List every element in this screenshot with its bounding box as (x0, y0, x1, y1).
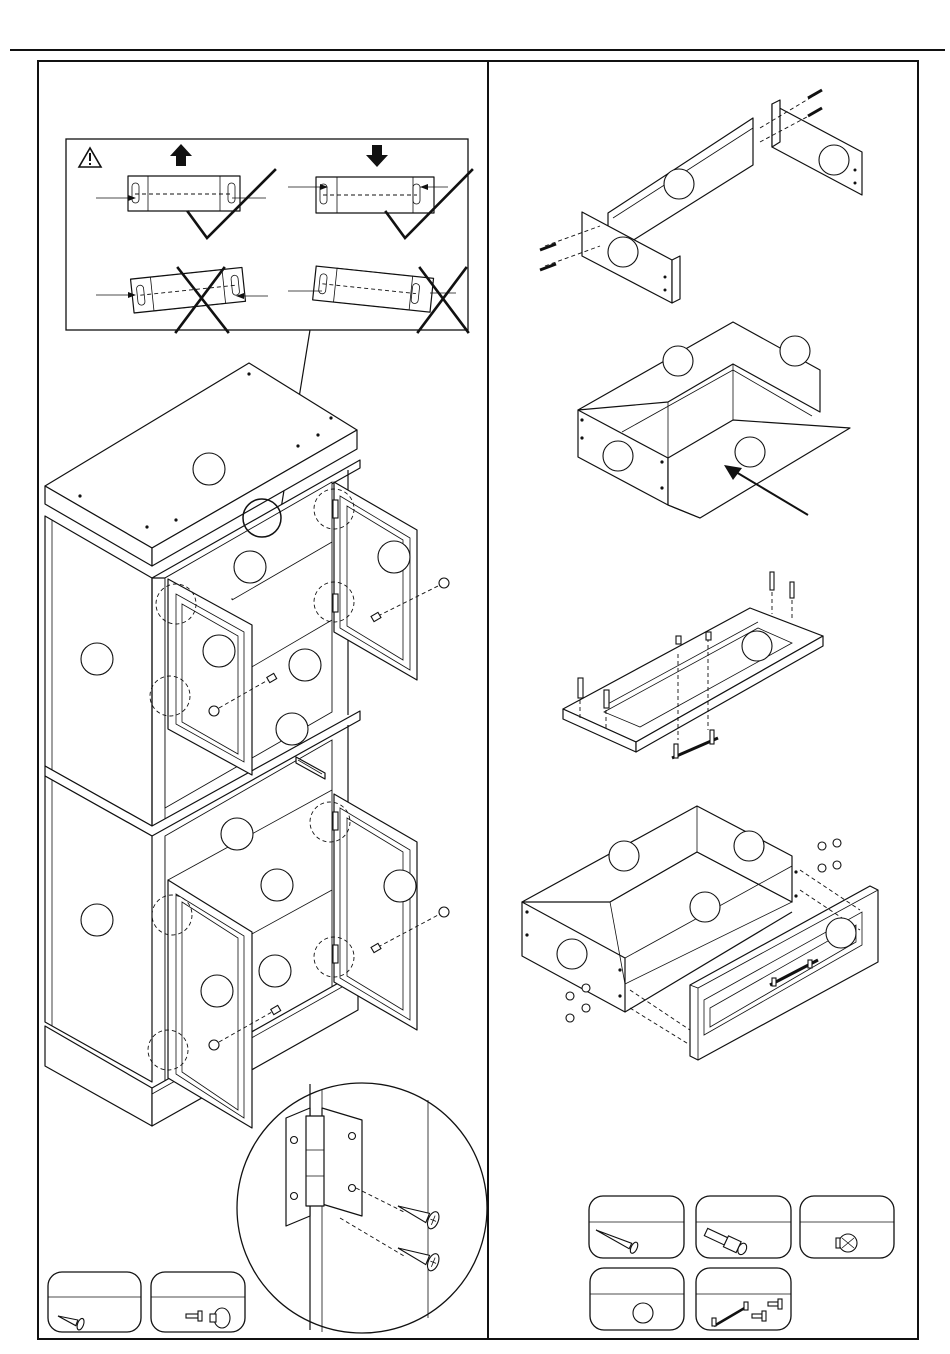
step-drawer-front-attach (522, 806, 878, 1060)
hardware-box-screw-long (589, 1196, 684, 1258)
hinge-magnified-detail (237, 1083, 487, 1333)
step-drawer-front-handle (563, 572, 823, 758)
hardware-box-knob (151, 1272, 245, 1332)
step-drawer-bottom (578, 322, 850, 518)
hardware-box-screw (48, 1272, 141, 1332)
hardware-box-cam-dowel (696, 1196, 791, 1258)
cap-icon (633, 1303, 653, 1323)
upper-right-door (333, 482, 449, 680)
hardware-box-cap (590, 1268, 684, 1330)
right-panel (522, 90, 894, 1330)
step-drawer-sides (540, 90, 862, 303)
hardware-box-handle (696, 1268, 791, 1330)
cabinet-drawing (45, 363, 449, 1128)
hinge-alignment-warning-box (66, 139, 472, 332)
left-panel (45, 139, 487, 1333)
hardware-box-cam-lock (800, 1196, 894, 1258)
